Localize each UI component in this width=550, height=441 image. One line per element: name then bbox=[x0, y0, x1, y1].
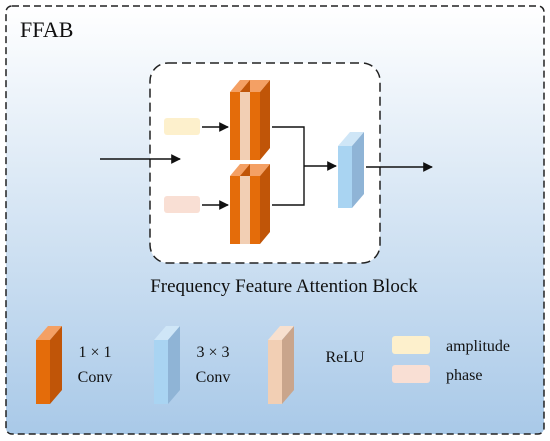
legend-amplitude-swatch bbox=[392, 336, 430, 354]
conv3x3-block bbox=[338, 132, 364, 208]
legend-relu-label: ReLU bbox=[325, 349, 365, 366]
bottom-stack-conv1-b-side bbox=[260, 164, 270, 244]
top-stack-relu bbox=[240, 92, 250, 160]
bottom-stack-conv1-b bbox=[250, 176, 260, 244]
conv3x3-side bbox=[352, 132, 364, 208]
top-stack-conv1-b-side bbox=[260, 80, 270, 160]
top-conv-stack bbox=[230, 80, 270, 160]
ffab-tag: FFAB bbox=[20, 17, 73, 42]
legend-relu-side bbox=[282, 326, 294, 404]
amplitude-chip bbox=[164, 118, 200, 135]
legend-conv1-line1: 1 × 1 bbox=[78, 344, 111, 361]
bottom-conv-stack bbox=[230, 164, 270, 244]
conv3x3-top-face bbox=[338, 132, 364, 146]
legend-relu-top bbox=[268, 326, 294, 340]
legend-amplitude-label: amplitude bbox=[446, 338, 510, 355]
legend-inputs: amplitude phase bbox=[392, 336, 510, 384]
legend-conv1: 1 × 1 Conv bbox=[36, 326, 112, 404]
legend-conv3-line2: Conv bbox=[196, 369, 231, 386]
legend-relu-front bbox=[268, 340, 282, 404]
legend-conv3-line1: 3 × 3 bbox=[196, 344, 229, 361]
conv3x3-front bbox=[338, 146, 352, 208]
bottom-stack-conv1-a bbox=[230, 176, 240, 244]
legend-conv3: 3 × 3 Conv bbox=[154, 326, 230, 404]
legend-phase-swatch bbox=[392, 365, 430, 383]
legend-phase-label: phase bbox=[446, 367, 482, 384]
legend-conv3-front bbox=[154, 340, 168, 404]
legend-conv1-front bbox=[36, 340, 50, 404]
block-caption: Frequency Feature Attention Block bbox=[150, 276, 418, 297]
bottom-stack-relu bbox=[240, 176, 250, 244]
attention-panel bbox=[149, 62, 381, 264]
top-stack-conv1-b bbox=[250, 92, 260, 160]
legend-conv3-side bbox=[168, 326, 180, 404]
legend-conv1-top bbox=[36, 326, 62, 340]
legend-conv1-line2: Conv bbox=[78, 369, 113, 386]
phase-chip bbox=[164, 196, 200, 213]
legend-relu: ReLU bbox=[268, 326, 365, 404]
legend-conv1-side bbox=[50, 326, 62, 404]
top-stack-conv1-a bbox=[230, 92, 240, 160]
legend-conv3-top bbox=[154, 326, 180, 340]
